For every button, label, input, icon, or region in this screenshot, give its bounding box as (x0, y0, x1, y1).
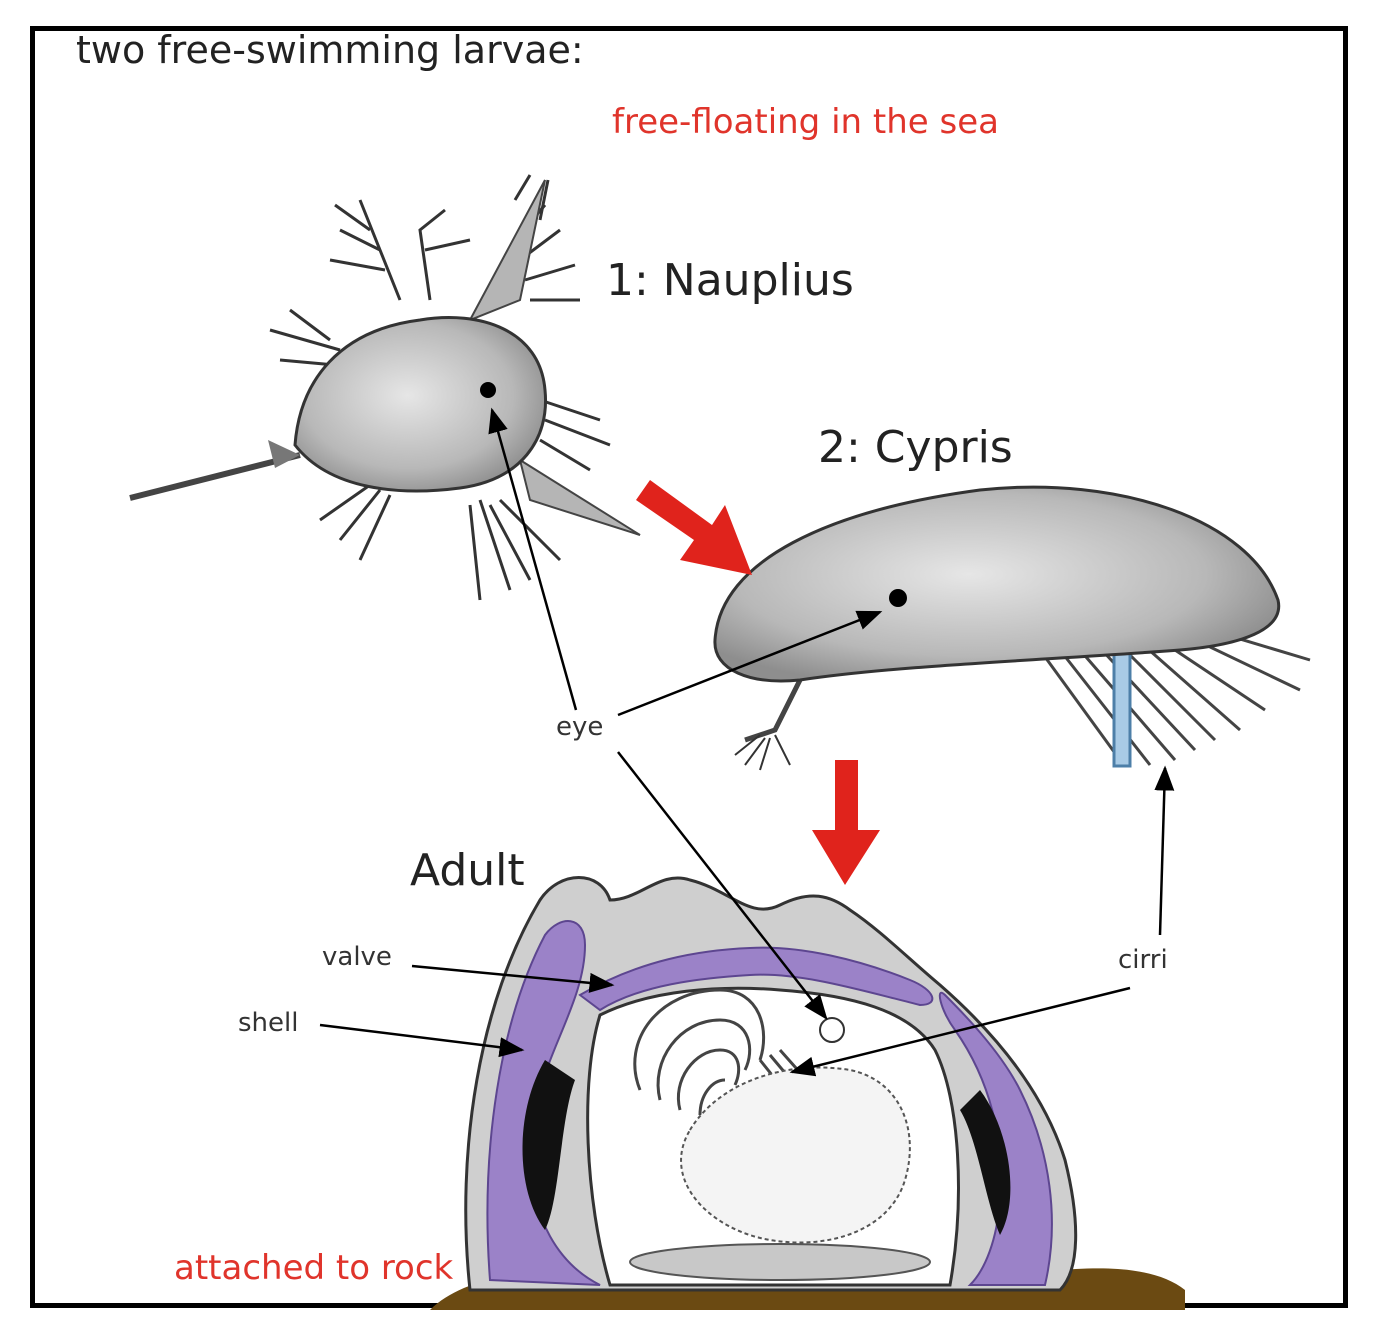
eye-pointer-cypris (617, 610, 883, 717)
valve-pointer (411, 964, 615, 993)
cirri-highlight (1112, 646, 1132, 768)
eye-label: eye (556, 712, 604, 742)
nauplius-eye (480, 382, 496, 398)
stage-nauplius-label: 1: Nauplius (606, 255, 854, 306)
cirri-pointer-cypris (1154, 765, 1175, 936)
adult-eye (819, 1017, 845, 1043)
cypris-eye (889, 589, 907, 607)
stage-cypris-label: 2: Cypris (818, 422, 1013, 473)
cypris-larva (713, 485, 1311, 771)
eye-pointer-adult (617, 751, 828, 1020)
cirri-pointer-adult (789, 986, 1131, 1077)
nauplius-larva (129, 174, 641, 601)
arrow-cypris-to-adult (812, 760, 880, 885)
arrow-nauplius-to-cypris (636, 480, 752, 575)
pointer-lines (319, 407, 1175, 1077)
cirri-label: cirri (1118, 945, 1168, 975)
stage-adult-label: Adult (410, 845, 525, 896)
diagram-title: two free-swimming larvae: (76, 28, 584, 72)
adult-barnacle (430, 876, 1185, 1310)
shell-label: shell (238, 1008, 299, 1038)
shell-pointer (319, 1023, 525, 1058)
habitat-sea-label: free-floating in the sea (612, 102, 999, 142)
valve-label: valve (322, 942, 392, 972)
eye-pointer-nauplius (488, 407, 578, 711)
habitat-rock-label: attached to rock (174, 1248, 454, 1288)
